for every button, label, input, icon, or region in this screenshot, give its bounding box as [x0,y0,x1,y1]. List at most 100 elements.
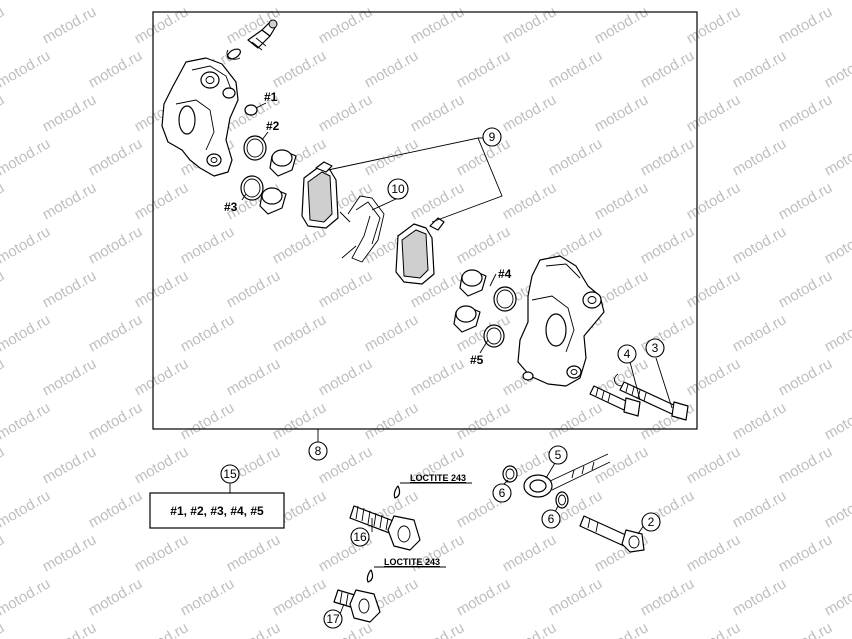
caliper-half-right [517,255,605,387]
loctite-label-lower: LOCTITE 243 [384,557,440,567]
watermark-text: motod.ru [592,3,652,47]
watermark-text: motod.ru [776,531,836,575]
watermark-text: motod.ru [316,355,376,399]
watermark-text: motod.ru [730,311,790,355]
watermark-text: motod.ru [454,135,514,179]
watermark-text: motod.ru [592,179,652,223]
retaining-clip [614,373,623,387]
watermark-text: motod.ru [776,3,836,47]
watermark-text: motod.ru [178,223,238,267]
watermark-text: motod.ru [178,0,238,3]
watermark-text: motod.ru [86,311,146,355]
seal-ring-2 [243,135,267,161]
watermark-text: motod.ru [0,179,7,223]
assembly-frame [152,11,698,430]
svg-text:5: 5 [555,448,562,462]
callout-4: 4 [617,344,637,364]
watermark-text: motod.ru [270,0,330,3]
watermark-text: motod.ru [0,135,53,179]
watermark-text: motod.ru [316,267,376,311]
banjo-bolt [579,515,645,553]
callout-17: 17 [323,609,343,629]
repair-kit-box [149,492,285,529]
watermark-text: motod.ru [86,223,146,267]
callout-6-lower: 6 [541,509,561,529]
watermark-text: motod.ru [132,619,192,639]
watermark-text: motod.ru [730,0,790,3]
watermark-text: motod.ru [270,399,330,443]
watermark-text: motod.ru [776,91,836,135]
watermark-text: motod.ru [546,135,606,179]
watermark-text: motod.ru [500,619,560,639]
watermark-text: motod.ru [86,487,146,531]
caliper-half-left [161,57,239,177]
watermark-text: motod.ru [500,91,560,135]
watermark-text: motod.ru [592,619,652,639]
watermark-text: motod.ru [684,355,744,399]
svg-text:4: 4 [624,347,631,361]
watermark-text: motod.ru [270,311,330,355]
watermark-text: motod.ru [0,531,7,575]
watermark-text: motod.ru [132,531,192,575]
mounting-bolt-16 [349,505,421,551]
bleeder-cap [226,48,241,60]
tag-3: #3 [224,200,238,214]
callout-10: 10 [387,178,409,200]
banjo-fitting [523,474,553,498]
watermark-text: motod.ru [730,47,790,91]
watermark-text: motod.ru [776,443,836,487]
watermark-text: motod.ru [362,135,422,179]
watermark-text: motod.ru [0,487,53,531]
watermark-text: motod.ru [40,443,100,487]
watermark-text: motod.ru [132,267,192,311]
watermark-text: motod.ru [132,443,192,487]
watermark-text: motod.ru [454,47,514,91]
watermark-text: motod.ru [132,355,192,399]
watermark-text: motod.ru [224,267,284,311]
callout-16: 16 [350,527,370,547]
watermark-text: motod.ru [684,267,744,311]
watermark-text: motod.ru [224,355,284,399]
watermark-text: motod.ru [500,3,560,47]
watermark-text: motod.ru [316,3,376,47]
watermark-text: motod.ru [684,3,744,47]
svg-text:17: 17 [326,612,340,626]
watermark-text: motod.ru [132,3,192,47]
svg-text:6: 6 [499,486,506,500]
watermark-text: motod.ru [546,575,606,619]
watermark-text: motod.ru [270,223,330,267]
brake-hose [547,453,611,491]
svg-text:6: 6 [548,512,555,526]
watermark-text: motod.ru [362,47,422,91]
watermark-text: motod.ru [408,91,468,135]
watermark-text: motod.ru [546,47,606,91]
watermark-text: motod.ru [684,443,744,487]
watermark-text: motod.ru [730,487,790,531]
watermark-text: motod.ru [454,575,514,619]
piston-right-lower [453,305,481,333]
repair-kit-label: #1, #2, #3, #4, #5 [170,504,264,518]
svg-text:2: 2 [648,515,655,529]
callout-15: 15 [220,464,240,484]
watermark-text: motod.ru [822,311,852,355]
svg-text:3: 3 [652,341,659,355]
watermark-text: motod.ru [684,91,744,135]
watermark-text: motod.ru [316,91,376,135]
watermark-text: motod.ru [0,267,7,311]
watermark-text: motod.ru [776,179,836,223]
watermark-text: motod.ru [40,91,100,135]
callout-6-upper: 6 [492,483,512,503]
callout-3: 3 [645,338,665,358]
svg-text:10: 10 [391,182,405,196]
watermark-text: motod.ru [0,0,53,3]
watermark-text: motod.ru [40,179,100,223]
watermark-text: motod.ru [822,223,852,267]
watermark-text: motod.ru [40,531,100,575]
tag-1: #1 [264,90,278,104]
watermark-text: motod.ru [86,399,146,443]
tag-5: #5 [470,353,484,367]
watermark-text: motod.ru [454,0,514,3]
watermark-text: motod.ru [0,311,53,355]
watermark-text: motod.ru [408,619,468,639]
